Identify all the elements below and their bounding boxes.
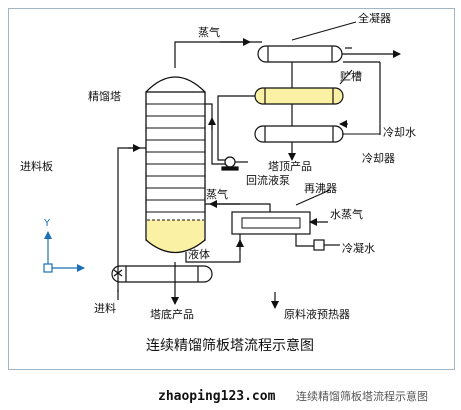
label-cooling-water: 冷却水 (383, 126, 416, 139)
label-total-condenser: 全凝器 (358, 11, 391, 25)
diagram-frame (8, 8, 455, 370)
watermark-site: zhaoping123.com (158, 389, 276, 404)
label-vapor-bottom: 蒸气 (206, 187, 228, 201)
reboiler (231, 189, 331, 235)
cooler (254, 125, 380, 143)
label-cooler: 冷却器 (362, 152, 395, 165)
storage-tank (254, 69, 353, 105)
diagram-caption: 连续精馏筛板塔流程示意图 (146, 337, 314, 354)
total-condenser (257, 21, 401, 63)
label-feed-preheater: 原料液预热器 (284, 307, 350, 321)
feed-line (113, 144, 146, 300)
reflux-pump (221, 156, 248, 171)
label-top-product: 塔顶产品 (268, 159, 312, 173)
label-vapor-top: 蒸气 (198, 25, 220, 39)
cooling-water-line (339, 61, 381, 135)
watermark-caption: 连续精馏筛板塔流程示意图 (296, 389, 428, 403)
feed-preheater (111, 265, 213, 283)
label-rectifying-column: 精馏塔 (88, 89, 121, 103)
label-axis-y: Y (43, 218, 51, 229)
label-feed: 进料 (94, 301, 116, 315)
column-trays (146, 103, 205, 213)
reboiler-liquid-line (185, 234, 244, 263)
rectifying-column (145, 76, 206, 253)
label-reflux-pump: 回流液泵 (246, 173, 290, 187)
label-liquid: 液体 (188, 247, 210, 261)
reboiler-vapor-line (205, 200, 271, 212)
label-feed-plate: 进料板 (20, 159, 53, 173)
label-storage-tank: 贮槽 (340, 70, 362, 83)
axis-glyph (43, 231, 85, 273)
label-reboiler: 再沸器 (304, 182, 337, 195)
reflux-line (205, 95, 255, 165)
top-vapor-line (174, 38, 262, 68)
label-condensate-water: 冷凝水 (342, 241, 375, 255)
condensate-line (295, 234, 340, 251)
label-water-vapor: 水蒸气 (330, 207, 363, 221)
label-bottom-product: 塔底产品 (150, 307, 194, 321)
